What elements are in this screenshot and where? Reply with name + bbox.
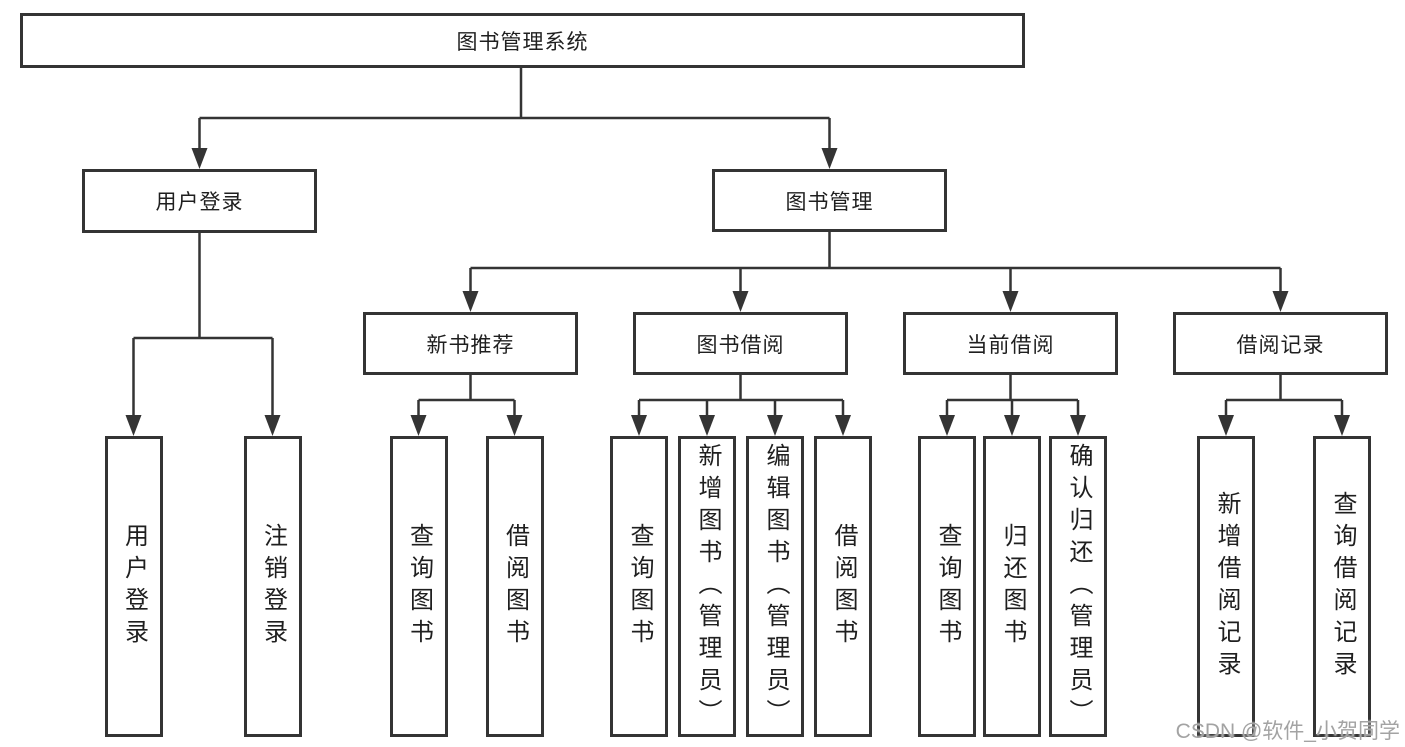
leaf-label: 新增图书（管理员） [694, 442, 721, 731]
node-label: 借阅记录 [1236, 333, 1325, 357]
leaf-label: 新增借阅记录 [1213, 490, 1240, 683]
leaf-label: 查询图书 [405, 522, 433, 651]
leaf-newbook-borrow: 借阅图书 [485, 436, 544, 737]
leaf-label: 查询借阅记录 [1329, 490, 1356, 683]
leaf-label: 查询图书 [626, 522, 653, 651]
node-label: 用户登录 [155, 191, 244, 214]
leaf-records-query: 查询借阅记录 [1313, 436, 1371, 737]
node-label: 图书借阅 [696, 333, 785, 357]
node-book-borrow: 图书借阅 [633, 312, 848, 375]
csdn-watermark: CSDN @软件_小贺同学 [1175, 720, 1400, 743]
node-label: 当前借阅 [966, 333, 1055, 357]
leaf-label: 查询图书 [934, 522, 961, 651]
root-label: 图书管理系统 [456, 30, 589, 54]
node-borrow-records: 借阅记录 [1173, 312, 1388, 375]
leaf-current-confirm-return-admin: 确认归还（管理员） [1049, 436, 1107, 737]
leaf-logout: 注销登录 [243, 436, 302, 737]
node-book-management: 图书管理 [712, 169, 947, 232]
leaf-borrow-edit-admin: 编辑图书（管理员） [746, 436, 804, 737]
node-current-borrow: 当前借阅 [903, 312, 1118, 375]
leaf-borrow-add-admin: 新增图书（管理员） [678, 436, 736, 737]
leaf-newbook-query: 查询图书 [389, 436, 448, 737]
leaf-borrow-borrow: 借阅图书 [814, 436, 872, 737]
leaf-label: 借阅图书 [501, 522, 529, 651]
node-label: 图书管理 [785, 190, 874, 214]
node-root: 图书管理系统 [20, 13, 1025, 68]
leaf-user-login: 用户登录 [104, 436, 163, 737]
leaf-label: 用户登录 [120, 522, 148, 651]
leaf-label: 借阅图书 [830, 522, 857, 651]
leaf-label: 确认归还（管理员） [1065, 442, 1092, 731]
leaf-current-query: 查询图书 [918, 436, 976, 737]
node-new-book-recommend: 新书推荐 [363, 312, 578, 375]
leaf-label: 编辑图书（管理员） [762, 442, 789, 731]
node-user-login: 用户登录 [82, 169, 317, 233]
leaf-borrow-query: 查询图书 [610, 436, 668, 737]
leaf-records-add: 新增借阅记录 [1197, 436, 1255, 737]
node-label: 新书推荐 [426, 333, 515, 357]
leaf-label: 注销登录 [259, 522, 287, 651]
leaf-label: 归还图书 [999, 522, 1026, 651]
leaf-current-return: 归还图书 [983, 436, 1041, 737]
